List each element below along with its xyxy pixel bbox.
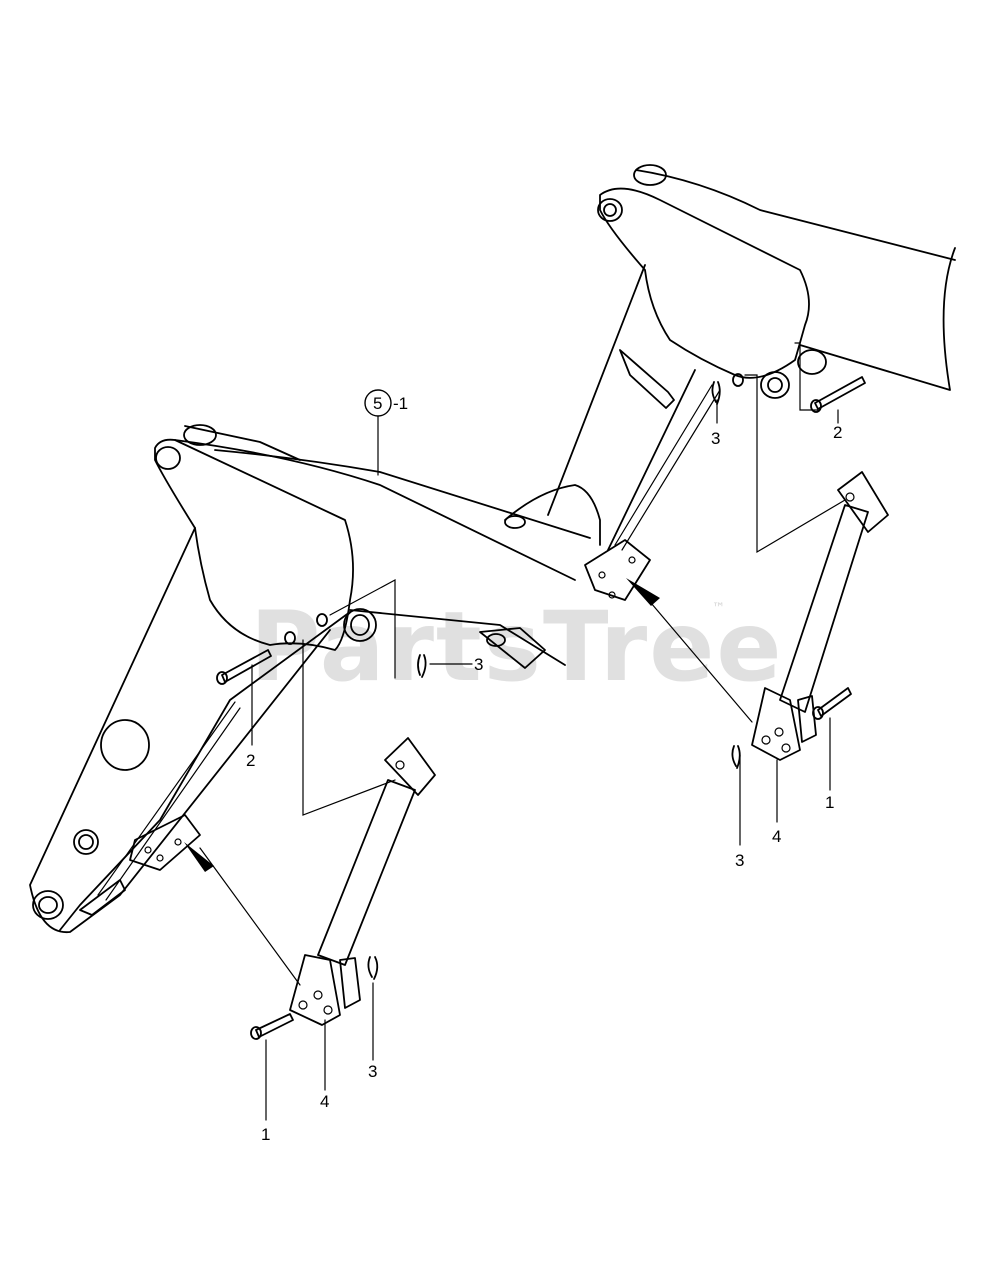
right-top-bar <box>635 169 956 261</box>
left-boom-hole-mid <box>73 829 99 855</box>
left-boom-pivot-inner <box>38 896 58 914</box>
loader-frame <box>29 164 956 933</box>
left-frame-lug <box>129 814 201 871</box>
right-stand-top-bracket <box>837 471 889 533</box>
left-rear-bushing <box>183 424 217 446</box>
callout-right-pin-lower: 1 <box>825 793 834 812</box>
right-plate-top-bushing <box>597 198 623 222</box>
callout-5-suffix: -1 <box>393 394 408 413</box>
crossbeam-top <box>214 449 591 539</box>
left-plate-bushing <box>343 608 377 642</box>
callout-right-clip-upper: 3 <box>711 429 720 448</box>
callout-right-pin-upper: 2 <box>833 423 842 442</box>
left-boom-outline <box>29 527 331 933</box>
left-boom-hook <box>79 879 126 916</box>
center-tube-end <box>504 515 526 529</box>
left-boom-pivot <box>32 890 64 920</box>
right-upper-clip <box>711 381 721 405</box>
crossbeam-front <box>174 439 576 581</box>
left-stand-foot-side <box>339 957 361 1009</box>
right-frame-lug <box>584 539 651 601</box>
right-stand-leg <box>779 504 869 713</box>
callout-left-clip-lower: 3 <box>368 1062 377 1081</box>
right-plate-bushing-inner <box>767 377 783 393</box>
callout-left-bracket: 4 <box>320 1092 329 1111</box>
right-bracket-hole-3 <box>781 743 791 753</box>
center-block-hole <box>486 633 506 647</box>
left-stand <box>289 737 436 1026</box>
right-crossbeam-hole <box>797 349 827 375</box>
right-boom-plate <box>619 349 675 409</box>
right-arrowhead <box>626 578 660 606</box>
right-stand <box>751 471 889 761</box>
left-upper-pin <box>216 649 272 685</box>
left-plate-small-hole <box>284 631 296 645</box>
left-lower-pin <box>250 1013 294 1040</box>
watermark-text: PartsTree <box>250 591 783 703</box>
right-upright-plate <box>599 187 810 379</box>
right-plate-bushing <box>760 371 790 399</box>
left-stand-leg <box>317 779 416 966</box>
right-stand-foot-side <box>797 695 817 743</box>
right-lower-clip <box>731 745 741 769</box>
watermark: PartsTree ™ <box>250 591 783 703</box>
left-upright-plate <box>154 438 354 651</box>
right-lower-pin <box>812 687 852 720</box>
left-stand-foot <box>289 954 341 1026</box>
right-boom-rail-1 <box>614 384 713 546</box>
right-crossbeam-end <box>799 247 956 391</box>
left-boom-rail-2 <box>105 707 241 901</box>
left-bracket-hole-1 <box>298 1000 308 1010</box>
callout-left-pin-upper: 2 <box>246 751 255 770</box>
center-tube <box>504 484 601 546</box>
callout-left-pin-lower: 1 <box>261 1125 270 1144</box>
callout-5-number: 5 <box>373 394 382 413</box>
right-upper-pin <box>810 376 866 413</box>
callout-right-bracket: 4 <box>772 827 781 846</box>
left-lower-clip <box>367 956 379 980</box>
leader-lines <box>184 342 846 1121</box>
left-top-bar <box>184 425 301 461</box>
right-boom-edge-2 <box>607 369 696 551</box>
right-plate-small-hole <box>732 373 744 387</box>
right-bracket-hole-2 <box>774 727 784 737</box>
right-boom-rail-2 <box>621 389 721 551</box>
right-boom-edge-1 <box>547 264 646 516</box>
callout-right-clip-lower: 3 <box>735 851 744 870</box>
callout-left-clip-upper: 3 <box>474 655 483 674</box>
left-plate-small-hole-2 <box>316 613 328 627</box>
left-stand-top-bracket <box>384 737 436 796</box>
left-plate-bushing-inner <box>350 614 370 636</box>
callout-assembly-5: 5 -1 <box>364 389 408 417</box>
left-arrowhead <box>184 842 214 872</box>
left-boom-rail-1 <box>97 701 236 896</box>
left-upper-clip <box>417 654 427 678</box>
right-bracket-hole-1 <box>761 735 771 745</box>
left-plate-top-hole <box>155 446 181 470</box>
left-bracket-hole-3 <box>323 1005 333 1015</box>
right-plate-top-bushing-inner <box>603 203 617 217</box>
left-boom-lower-edge <box>59 611 351 931</box>
watermark-trademark: ™ <box>712 601 725 616</box>
left-bracket-hole-2 <box>313 990 323 1000</box>
right-stand-foot <box>751 687 801 761</box>
left-boom-hole-large <box>100 719 150 771</box>
left-boom-hole-mid-inner <box>78 834 94 850</box>
center-block <box>479 627 546 669</box>
